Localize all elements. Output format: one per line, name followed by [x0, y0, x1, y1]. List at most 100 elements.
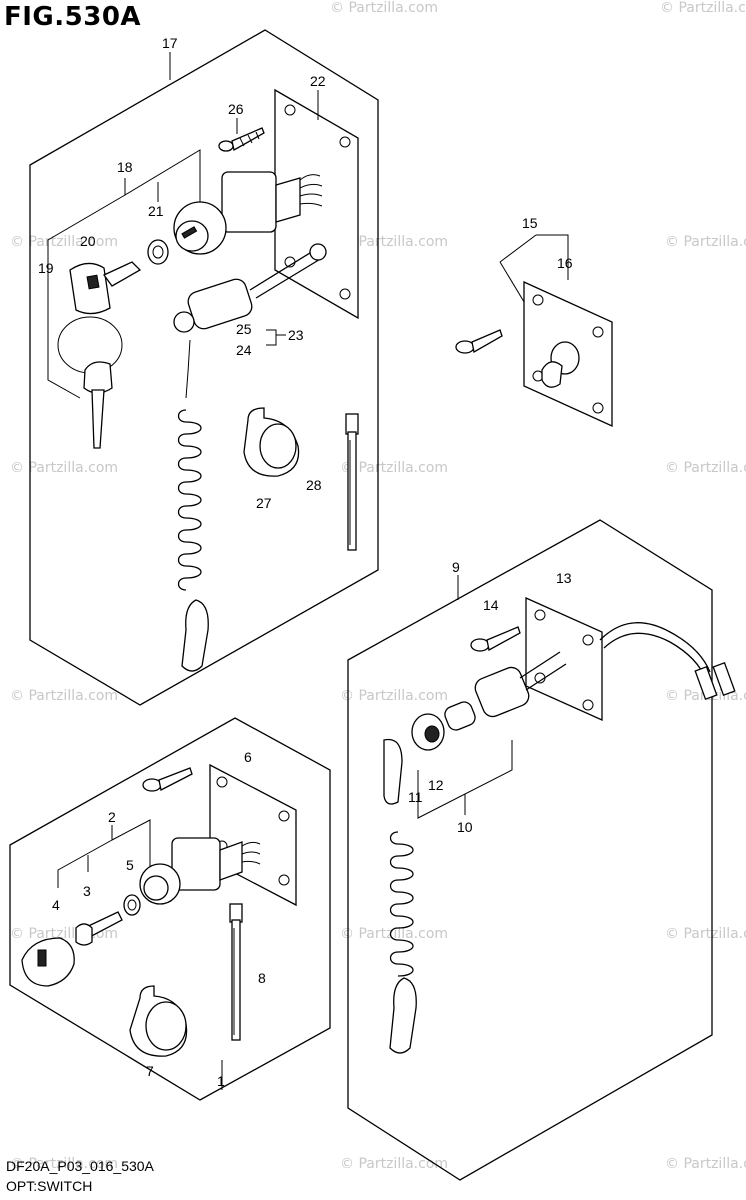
callout-26: 26: [228, 101, 244, 117]
callout-15: 15: [522, 215, 538, 231]
screw-14: [470, 626, 521, 652]
key-fob-4: [21, 937, 75, 987]
figure-name: OPT:SWITCH: [6, 1178, 93, 1194]
bracket-18b: [124, 149, 201, 210]
kit-9-outline: [347, 519, 713, 1181]
nut-21: [147, 239, 169, 265]
callout-27: 27: [256, 495, 272, 511]
lanyard-switch-10: [444, 651, 567, 731]
plate-hole: [592, 402, 604, 414]
callout-18: 18: [117, 159, 133, 175]
callout-16: 16: [557, 255, 573, 271]
plate-hole: [284, 104, 296, 116]
watermark: © Partzilla.com: [665, 234, 746, 250]
figure-title: FIG.530A: [4, 2, 142, 32]
cap-27: [243, 407, 300, 477]
leader-line: [499, 234, 537, 263]
ignition-switch-body: [173, 171, 323, 255]
kit-17-group: [29, 29, 379, 706]
watermark: © Partzilla.com: [10, 688, 118, 704]
ignition-switch-body-2: [139, 837, 261, 905]
panel-plate-13: [525, 596, 603, 722]
cable-tie-28: [345, 413, 359, 551]
watermark: © Partzilla.com: [10, 460, 118, 476]
wire-connector: [712, 662, 736, 696]
callout-28: 28: [306, 477, 322, 493]
plate-hole: [339, 288, 351, 300]
callout-5: 5: [126, 857, 134, 873]
bracket-23: [266, 329, 277, 346]
plate-hole: [534, 609, 546, 621]
screw-15: [455, 329, 503, 354]
bracket-15: [536, 234, 569, 280]
kit-17-outline: [29, 29, 379, 706]
callout-7: 7: [146, 1063, 154, 1079]
screw-6: [142, 767, 193, 792]
toggle-lever: [541, 361, 563, 388]
callout-17: 17: [162, 35, 178, 51]
kit-1-outline: [9, 717, 331, 1101]
watermark: © Partzilla.com: [665, 460, 746, 476]
kit-9-group: [347, 519, 736, 1181]
callout-1: 1: [217, 1073, 225, 1089]
nut-5: [123, 894, 141, 916]
plate-hole: [582, 634, 594, 646]
callout-12: 12: [428, 777, 444, 793]
watermark: © Partzilla.com: [660, 0, 746, 16]
key-ring-19: [57, 316, 123, 449]
figure-code: DF20A_P03_016_530A: [6, 1158, 154, 1174]
callout-22: 22: [310, 73, 326, 89]
callout-19: 19: [38, 260, 54, 276]
callout-9: 9: [452, 559, 460, 575]
callout-3: 3: [83, 883, 91, 899]
plate-hole: [339, 136, 351, 148]
callout-25: 25: [236, 321, 252, 337]
watermark: © Partzilla.com: [10, 1156, 118, 1172]
key-3: [75, 911, 123, 946]
panel-plate-6: [209, 763, 297, 907]
callout-11: 11: [408, 789, 423, 805]
key-fob-20: [69, 261, 142, 315]
plate-hole: [278, 874, 290, 886]
plate-hole: [592, 326, 604, 338]
bracket-18: [47, 178, 126, 399]
callout-10: 10: [457, 819, 473, 835]
coiled-lanyard-11: [383, 738, 417, 1054]
plate-hole: [278, 810, 290, 822]
watermark: © Partzilla.com: [340, 1156, 448, 1172]
watermark: © Partzilla.com: [340, 234, 448, 250]
watermark: © Partzilla.com: [340, 460, 448, 476]
cable-tie-8: [229, 903, 243, 1041]
screw-26: [218, 127, 265, 152]
wire-connector: [694, 666, 718, 700]
bracket-2: [57, 825, 113, 888]
watermark: © Partzilla.com: [665, 1156, 746, 1172]
plate-hole: [532, 294, 544, 306]
plate-hole: [582, 699, 594, 711]
wire-harness: [599, 622, 711, 673]
nut-12: [411, 713, 445, 751]
coiled-lanyard: [177, 339, 209, 672]
callout-4: 4: [52, 897, 60, 913]
kit-1-group: [9, 717, 331, 1101]
callout-20: 20: [80, 233, 96, 249]
watermark: © Partzilla.com: [340, 688, 448, 704]
callout-21: 21: [148, 203, 164, 219]
plate-hole: [216, 776, 228, 788]
wire-harness: [603, 632, 707, 681]
callout-2: 2: [108, 809, 116, 825]
callout-13: 13: [556, 570, 572, 586]
cap-7: [129, 985, 188, 1057]
watermark: © Partzilla.com: [10, 234, 118, 250]
callout-8: 8: [258, 970, 266, 986]
callout-6: 6: [244, 749, 252, 765]
callout-24: 24: [236, 342, 252, 358]
lanyard-switch-23: [173, 243, 327, 333]
watermark: © Partzilla.com: [340, 926, 448, 942]
callout-14: 14: [483, 597, 499, 613]
bracket-2b: [111, 819, 151, 870]
callout-layer: 1 2 3 4 5 6 7 8 9 10 11 12 13 14 15 16 1…: [38, 35, 573, 1089]
callout-23: 23: [288, 327, 304, 343]
kit-15-group: [455, 234, 613, 428]
